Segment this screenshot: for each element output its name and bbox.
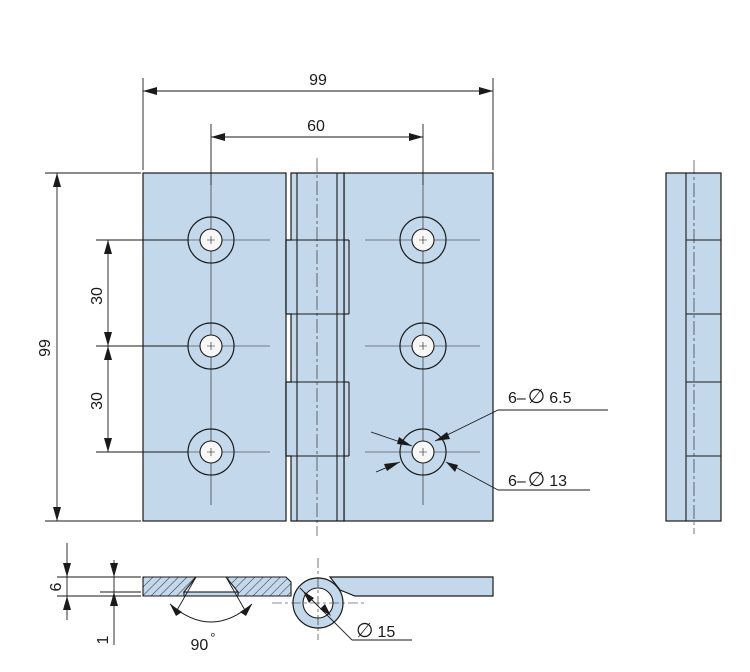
dim-pitch: 30 30 bbox=[89, 239, 188, 453]
section-view bbox=[142, 558, 494, 640]
knuckle-strip bbox=[285, 158, 350, 536]
dim-pitch-upper-label: 30 bbox=[89, 287, 106, 305]
dim-hole-spacing-label: 60 bbox=[307, 118, 325, 135]
dim-overall-height-label: 99 bbox=[37, 339, 54, 357]
dim-thickness: 6 bbox=[48, 543, 141, 620]
callout-knuckle-diameter: ∅15 bbox=[299, 587, 412, 642]
callout-hole-large: 6–∅13 bbox=[375, 461, 590, 491]
dim-thickness-label: 6 bbox=[48, 582, 65, 591]
dim-overall-width-label: 99 bbox=[309, 72, 327, 89]
dim-countersink-angle: 90° bbox=[169, 576, 253, 654]
dim-hole-spacing: 60 bbox=[210, 118, 424, 185]
callout-hole-small-label: 6–∅6.5 bbox=[508, 386, 572, 408]
dim-overall-height: 99 bbox=[37, 172, 141, 522]
dim-thickness-step-label: 1 bbox=[95, 635, 112, 644]
callout-hole-small: 6–∅6.5 bbox=[370, 386, 608, 447]
callout-knuckle-label: ∅15 bbox=[356, 620, 395, 642]
dim-thickness-step: 1 bbox=[95, 560, 141, 645]
dim-countersink-angle-label: 90° bbox=[191, 630, 216, 654]
dim-pitch-lower-label: 30 bbox=[89, 392, 106, 410]
callout-hole-large-label: 6–∅13 bbox=[508, 469, 567, 491]
side-view bbox=[665, 160, 722, 534]
hole-center-marks bbox=[207, 236, 427, 456]
dim-overall-width: 99 bbox=[142, 72, 494, 170]
front-view bbox=[142, 158, 494, 536]
